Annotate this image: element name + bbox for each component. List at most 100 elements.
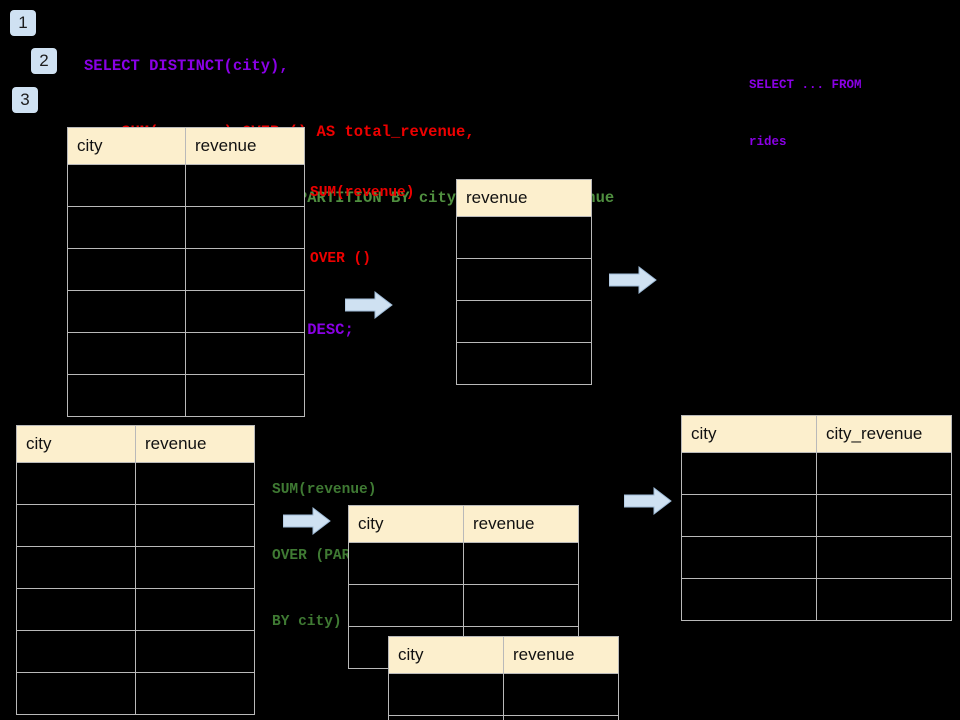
table-row bbox=[681, 494, 952, 537]
table-row bbox=[456, 216, 592, 259]
annotation-over-partition-line-1: SUM(revenue) bbox=[272, 482, 377, 498]
cell-revenue bbox=[135, 462, 255, 505]
cell-revenue bbox=[135, 672, 255, 715]
cell-city bbox=[67, 374, 186, 417]
table-partition-front: city revenue bbox=[388, 636, 619, 720]
column-header-revenue: revenue bbox=[503, 636, 619, 674]
cell-city bbox=[67, 164, 186, 207]
table-row bbox=[348, 542, 579, 585]
cell-city bbox=[681, 536, 817, 579]
table-row bbox=[681, 452, 952, 495]
arrow-source-to-partition bbox=[283, 507, 331, 535]
cell-revenue bbox=[463, 542, 579, 585]
cell-city-revenue bbox=[816, 452, 952, 495]
cell-revenue bbox=[456, 258, 592, 301]
table-row bbox=[67, 206, 305, 249]
cell-city-revenue bbox=[816, 578, 952, 621]
cell-city bbox=[681, 452, 817, 495]
table-header-row: city revenue bbox=[388, 636, 619, 674]
column-header-city-revenue: city_revenue bbox=[816, 415, 952, 453]
column-header-city: city bbox=[348, 505, 464, 543]
column-header-revenue: revenue bbox=[185, 127, 305, 165]
table-header-row: revenue bbox=[456, 179, 592, 217]
table-row bbox=[67, 248, 305, 291]
table-row bbox=[16, 630, 255, 673]
arrow-partition-to-result bbox=[624, 487, 672, 515]
table-row bbox=[16, 504, 255, 547]
cell-city bbox=[67, 248, 186, 291]
table-row bbox=[388, 673, 619, 716]
cell-revenue bbox=[135, 588, 255, 631]
column-header-revenue: revenue bbox=[463, 505, 579, 543]
table-source-top: city revenue bbox=[67, 127, 305, 417]
cell-city bbox=[67, 332, 186, 375]
cell-city bbox=[348, 542, 464, 585]
cell-revenue bbox=[456, 300, 592, 343]
column-header-city: city bbox=[681, 415, 817, 453]
cell-city bbox=[16, 672, 136, 715]
table-row bbox=[681, 536, 952, 579]
sql-side-snippet: SELECT ... FROM rides bbox=[749, 38, 862, 190]
cell-revenue bbox=[185, 164, 305, 207]
cell-city bbox=[681, 494, 817, 537]
sql-line-1: SELECT DISTINCT(city), bbox=[84, 57, 289, 75]
cell-city-revenue bbox=[816, 536, 952, 579]
table-row bbox=[456, 258, 592, 301]
cell-revenue bbox=[185, 332, 305, 375]
arrow-revenue-to-total bbox=[609, 266, 657, 294]
table-row bbox=[388, 715, 619, 720]
sql-side-line-1: SELECT ... FROM bbox=[749, 78, 862, 92]
cell-city bbox=[67, 290, 186, 333]
table-row bbox=[67, 164, 305, 207]
column-header-city: city bbox=[16, 425, 136, 463]
cell-revenue bbox=[185, 248, 305, 291]
column-header-city: city bbox=[388, 636, 504, 674]
column-header-revenue: revenue bbox=[456, 179, 592, 217]
cell-revenue bbox=[463, 584, 579, 627]
cell-city-revenue bbox=[816, 494, 952, 537]
table-row bbox=[16, 588, 255, 631]
table-row bbox=[16, 672, 255, 715]
cell-city bbox=[16, 504, 136, 547]
annotation-over-partition-line-3: BY city) bbox=[272, 614, 342, 630]
annotation-over-empty: SUM(revenue) OVER () bbox=[310, 138, 414, 314]
cell-city bbox=[67, 206, 186, 249]
table-row bbox=[16, 546, 255, 589]
step-badge-3: 3 bbox=[12, 87, 38, 113]
table-source-bottom: city revenue bbox=[16, 425, 255, 715]
table-header-row: city revenue bbox=[16, 425, 255, 463]
table-row bbox=[16, 462, 255, 505]
table-header-row: city city_revenue bbox=[681, 415, 952, 453]
cell-revenue bbox=[503, 673, 619, 716]
step-badge-1: 1 bbox=[10, 10, 36, 36]
arrow-source-to-revenue bbox=[345, 291, 393, 319]
annotation-over-empty-line-1: SUM(revenue) bbox=[310, 185, 415, 201]
table-row bbox=[67, 374, 305, 417]
cell-revenue bbox=[503, 715, 619, 720]
cell-city bbox=[16, 546, 136, 589]
cell-revenue bbox=[456, 216, 592, 259]
sql-side-line-2: rides bbox=[749, 135, 787, 149]
table-row bbox=[456, 342, 592, 385]
step-badge-2: 2 bbox=[31, 48, 57, 74]
cell-revenue bbox=[135, 546, 255, 589]
cell-revenue bbox=[185, 374, 305, 417]
table-row bbox=[456, 300, 592, 343]
table-result: city city_revenue bbox=[681, 415, 952, 621]
table-revenue-only: revenue bbox=[456, 179, 592, 385]
cell-revenue bbox=[135, 504, 255, 547]
cell-city bbox=[388, 715, 504, 720]
cell-city bbox=[388, 673, 504, 716]
cell-city bbox=[16, 630, 136, 673]
table-header-row: city revenue bbox=[67, 127, 305, 165]
cell-city bbox=[348, 584, 464, 627]
table-row bbox=[681, 578, 952, 621]
table-row bbox=[67, 290, 305, 333]
table-row bbox=[67, 332, 305, 375]
table-row bbox=[348, 584, 579, 627]
cell-city bbox=[681, 578, 817, 621]
table-header-row: city revenue bbox=[348, 505, 579, 543]
cell-city bbox=[16, 588, 136, 631]
cell-revenue bbox=[135, 630, 255, 673]
